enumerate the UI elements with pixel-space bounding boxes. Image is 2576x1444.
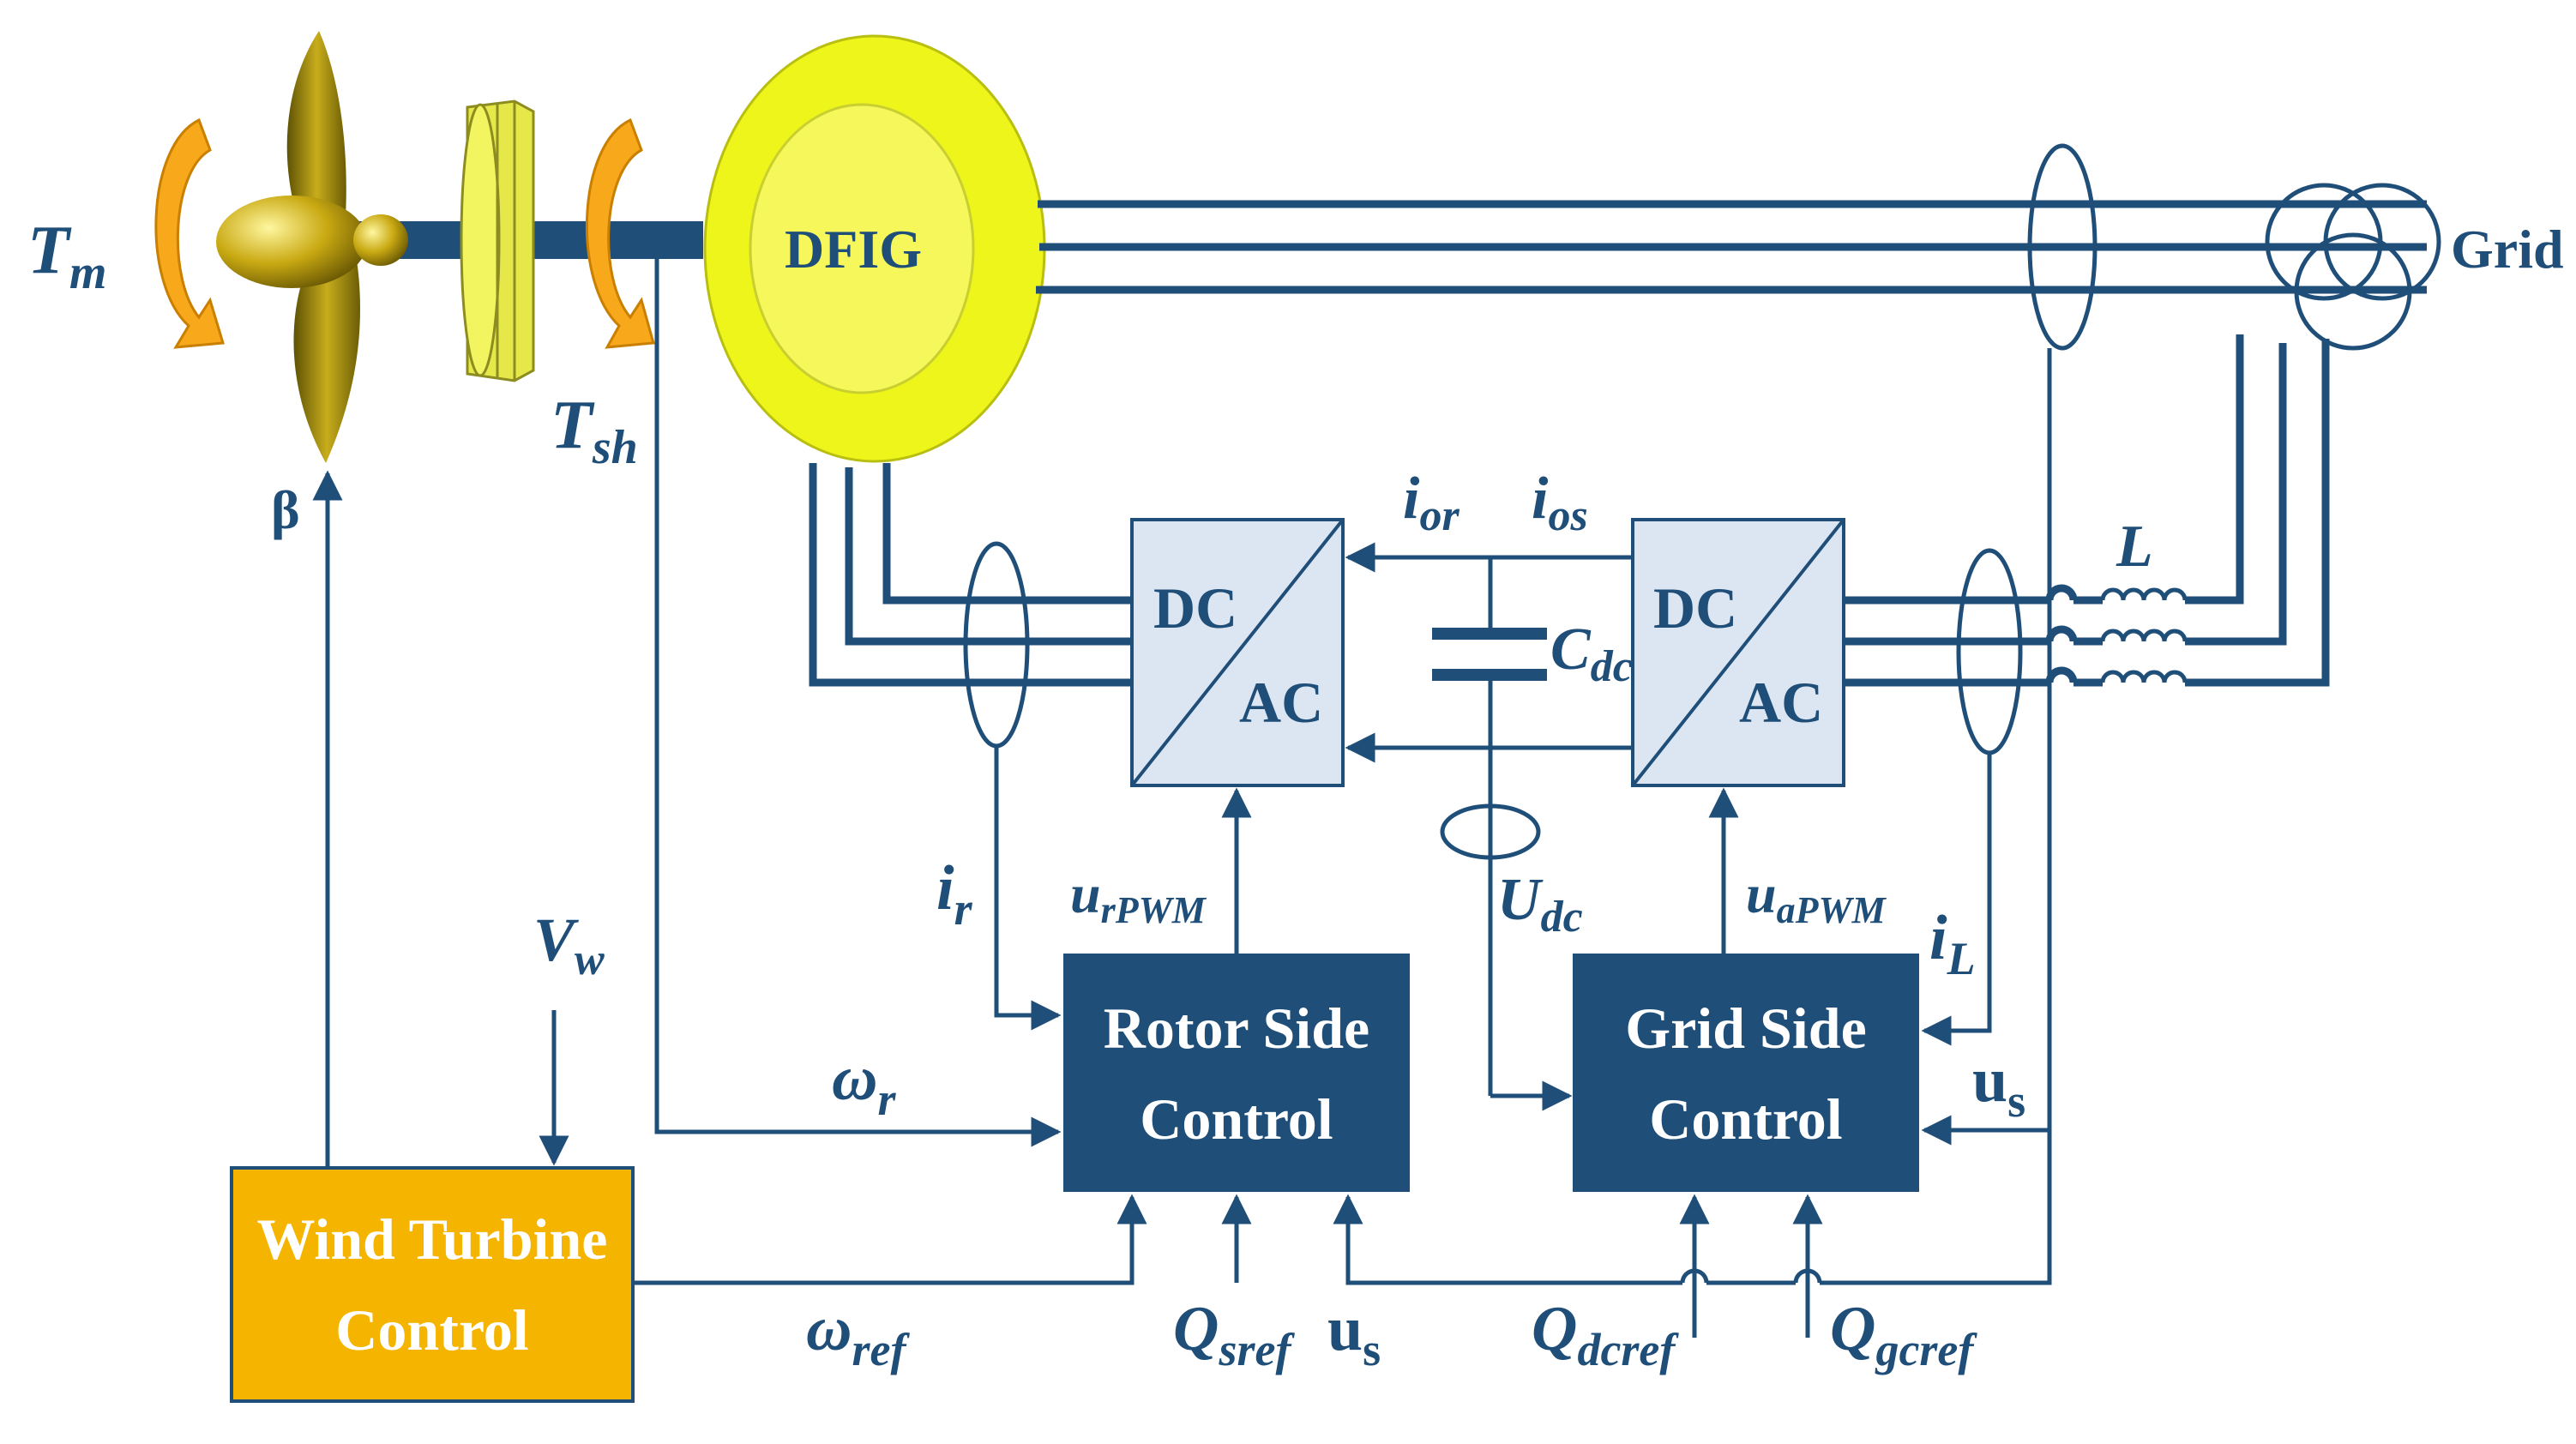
label-cdc: Cdc [1550,617,1633,691]
torque-arrow-shaft [585,117,655,349]
torque-arrow-mech [154,117,225,349]
hub [216,196,367,288]
hub-nose [353,214,408,266]
label-il: iL [1929,903,1976,984]
udc-sensor [1440,803,1541,860]
stator-lines [1036,200,2427,294]
label-beta: β [271,479,300,540]
grid-side-ac-lines [1844,334,2330,687]
filter-inductors [2100,587,2188,683]
grid-side-converter: DC AC [1631,518,1845,787]
gearbox-disc [460,99,535,382]
dfig-label: DFIG [785,219,922,280]
label-q-gcref: Qgcref [1830,1294,1977,1375]
label-us-bottom: us [1327,1294,1381,1375]
label-uapwm: uaPWM [1746,863,1887,931]
signal-wires [312,259,2052,1338]
dfig-generator: DFIG [703,34,1046,463]
rsc-ac-label: AC [1239,670,1323,735]
label-vw: Vw [533,906,605,984]
label-ior: ior [1403,466,1460,540]
label-ir: ir [936,853,973,935]
drive-train [154,31,703,463]
rsc-dc-label: DC [1153,575,1237,641]
label-q-dcref: Qdcref [1532,1294,1679,1375]
rsc-line2: Control [1140,1086,1333,1152]
label-l: L [2116,514,2153,580]
label-tm: Tm [27,213,106,299]
gsc-ac-label: AC [1739,670,1823,735]
gsc-dc-label: DC [1653,575,1737,641]
stator-current-sensor [2027,143,2098,351]
label-omega-ref: ωref [806,1294,910,1375]
labels: Tm Tsh β Vw ior ios Cdc Udc L ir urPWM u… [27,213,2153,1375]
dc-capacitor [1432,628,1547,640]
label-us-right: us [1972,1045,2025,1127]
label-ios: ios [1532,466,1588,540]
rsc-line1: Rotor Side [1104,996,1369,1061]
label-omega-r: ωr [832,1044,897,1125]
wtc-line2: Control [335,1297,528,1363]
label-urpwm: urPWM [1070,863,1207,931]
wtc-line1: Wind Turbine [257,1206,608,1272]
grid-side-current-sensor [1956,548,2023,755]
wind-turbine-control-block: Wind Turbine Control [230,1166,635,1403]
grid-side-control-block: Grid Side Control [1573,954,1919,1192]
rotor-side-converter: DC AC [1130,518,1345,787]
label-udc: Udc [1497,867,1583,942]
label-q-sref: Qsref [1173,1294,1295,1375]
transformer [2265,183,2441,351]
blade-upper [286,31,346,249]
blade-lower [293,232,360,463]
gsc-line2: Control [1649,1086,1842,1152]
grid-label: Grid [2451,219,2564,280]
rotor-side-control-block: Rotor Side Control [1063,954,1410,1192]
dc-link [1345,542,1633,1111]
gsc-line1: Grid Side [1625,996,1867,1061]
rotor-lines [809,463,1132,687]
label-tsh: Tsh [551,388,638,474]
